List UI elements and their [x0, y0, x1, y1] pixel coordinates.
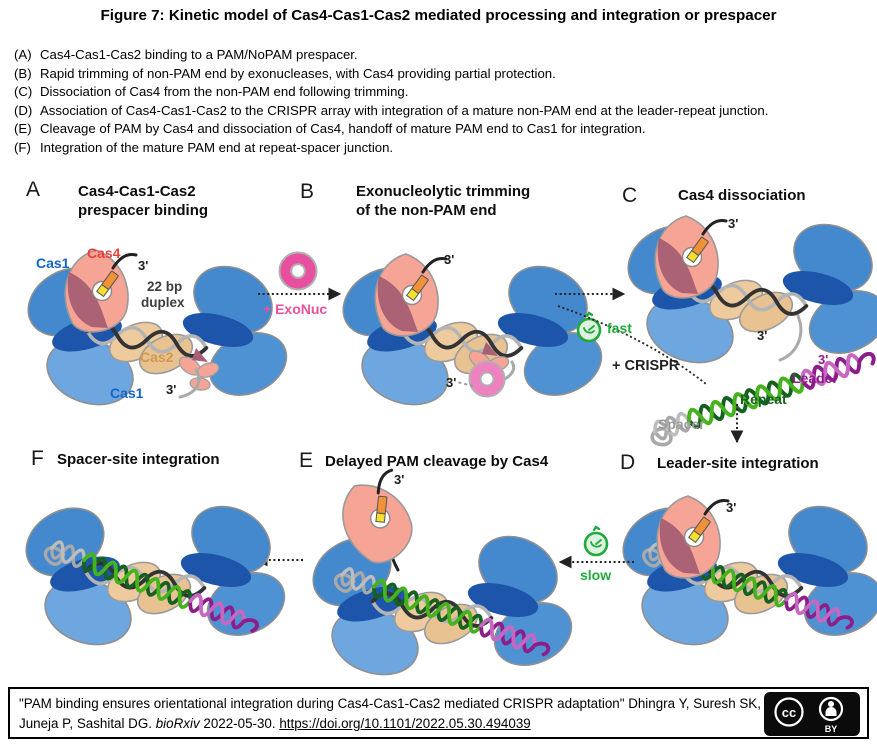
caption-label: (B) [14, 65, 32, 81]
exonuc-label: + ExoNuc [263, 301, 328, 317]
caption-item-f: (F) Integration of the mature PAM end at… [14, 139, 864, 158]
citation-title-authors: "PAM binding ensures orientational integ… [19, 696, 761, 731]
citation-journal: bioRxiv [155, 715, 200, 731]
caption-item-a: (A) Cas4-Cas1-Cas2 binding to a PAM/NoPA… [14, 46, 864, 65]
citation-date: 2022-05-30. [203, 715, 280, 731]
panel-d-title: Leader-site integration [657, 455, 819, 472]
three-prime-label: 3' [138, 258, 149, 273]
figure-title: Figure 7: Kinetic model of Cas4-Cas1-Cas… [100, 7, 777, 24]
panel-e-title: Delayed PAM cleavage by Cas4 [325, 453, 549, 470]
panel-letter-c: C [622, 184, 638, 207]
caption-text: Cas4-Cas1-Cas2 binding to a PAM/NoPAM pr… [40, 47, 358, 62]
exonuclease-donut-icon [280, 253, 317, 290]
three-prime-label: 3' [446, 375, 457, 390]
caption-item-e: (E) Cleavage of PAM by Cas4 and dissocia… [14, 120, 864, 139]
three-prime-label: 3' [166, 382, 177, 397]
three-prime-label: 3' [444, 252, 455, 267]
duplex-label-line2: duplex [141, 294, 185, 310]
three-prime-label: 3' [728, 216, 739, 231]
citation-text: "PAM binding ensures orientational integ… [19, 694, 761, 733]
caption-item-b: (B) Rapid trimming of non-PAM end by exo… [14, 65, 864, 84]
spacer-label: Spacer [658, 416, 705, 432]
panel-a-title-line2: prespacer binding [78, 202, 209, 219]
caption-text: Association of Cas4-Cas1-Cas2 to the CRI… [40, 102, 769, 118]
cc-by-badge-art: cc BY [774, 696, 844, 734]
doi-link[interactable]: https://doi.org/10.1101/2022.05.30.49403… [279, 715, 531, 731]
duplex-label: 22 bp duplex [141, 279, 185, 310]
panel-e-complex [299, 468, 584, 686]
panel-f-complex [12, 491, 297, 657]
person-icon [818, 696, 844, 722]
slow-label: slow [580, 567, 612, 583]
caption-item-d: (D) Association of Cas4-Cas1-Cas2 to the… [14, 102, 864, 121]
exonuclease-trimming-donut-icon [469, 361, 504, 396]
caption-text: Integration of the mature PAM end at rep… [40, 139, 394, 155]
leader-label: Leader [792, 370, 838, 386]
figure-artwork [12, 209, 877, 686]
panel-b-title: Exonucleolytic trimming of the non-PAM e… [356, 182, 530, 220]
fast-label: fast [607, 320, 632, 336]
crispr-label: + CRISPR [612, 358, 680, 374]
panel-letter-e: E [299, 449, 314, 472]
caption-label: (D) [14, 102, 33, 118]
panel-b-title-line1: Exonucleolytic trimming [356, 183, 531, 200]
panel-a-title-line1: Cas4-Cas1-Cas2 [78, 183, 196, 200]
panel-a-complex [14, 250, 299, 417]
cc-icon-text: cc [782, 705, 796, 720]
caption-label: (A) [14, 47, 32, 62]
panel-f-title: Spacer-site integration [57, 451, 220, 468]
three-prime-label: 3' [394, 472, 405, 487]
slow-stopwatch-icon [583, 525, 609, 557]
three-prime-label: 3' [726, 500, 737, 515]
panel-b-title-line2: of the non-PAM end [356, 202, 497, 219]
transition-c-d [557, 305, 744, 444]
repeat-label: Repeat [740, 391, 787, 407]
transition-d-e [558, 525, 634, 569]
panel-c-title: Cas4 dissociation [678, 187, 806, 204]
cas1-label-top: Cas1 [36, 255, 70, 271]
cas2-label: Cas2 [140, 349, 174, 365]
caption-label: (F) [14, 139, 31, 155]
cc-icon [774, 697, 804, 727]
panel-b-complex [329, 251, 614, 417]
cas4-label: Cas4 [87, 245, 121, 261]
caption-item-c: (C) Dissociation of Cas4 from the non-PA… [14, 83, 864, 102]
transition-a-b [258, 253, 342, 301]
cas1-label-bottom: Cas1 [110, 385, 144, 401]
panel-letter-f: F [31, 447, 44, 470]
cc-by-license-badge[interactable]: cc BY [764, 692, 860, 736]
panel-c-complex [614, 209, 877, 375]
panel-d-complex [609, 491, 877, 657]
caption-text: Cleavage of PAM by Cas4 and dissociation… [40, 121, 646, 137]
panel-a-title: Cas4-Cas1-Cas2 prespacer binding [78, 182, 208, 220]
duplex-label-line1: 22 bp [147, 279, 183, 294]
citation-bar: "PAM binding ensures orientational integ… [8, 687, 869, 739]
caption-label: (E) [14, 121, 32, 137]
caption-text: Dissociation of Cas4 from the non-PAM en… [40, 84, 409, 100]
kinetic-model-figure: A B C D E F Cas4-Cas1-Cas2 prespacer bin… [0, 170, 877, 686]
panel-letter-b: B [300, 180, 315, 203]
panel-letter-a: A [26, 178, 41, 201]
caption-text: Rapid trimming of non-PAM end by exonucl… [40, 65, 556, 81]
by-label: BY [825, 724, 838, 734]
caption-label: (C) [14, 84, 33, 100]
panel-letter-d: D [620, 451, 636, 474]
figure-caption-list: (A) Cas4-Cas1-Cas2 binding to a PAM/NoPA… [14, 46, 864, 158]
three-prime-label: 3' [757, 328, 768, 343]
three-prime-label: 3' [818, 352, 829, 367]
